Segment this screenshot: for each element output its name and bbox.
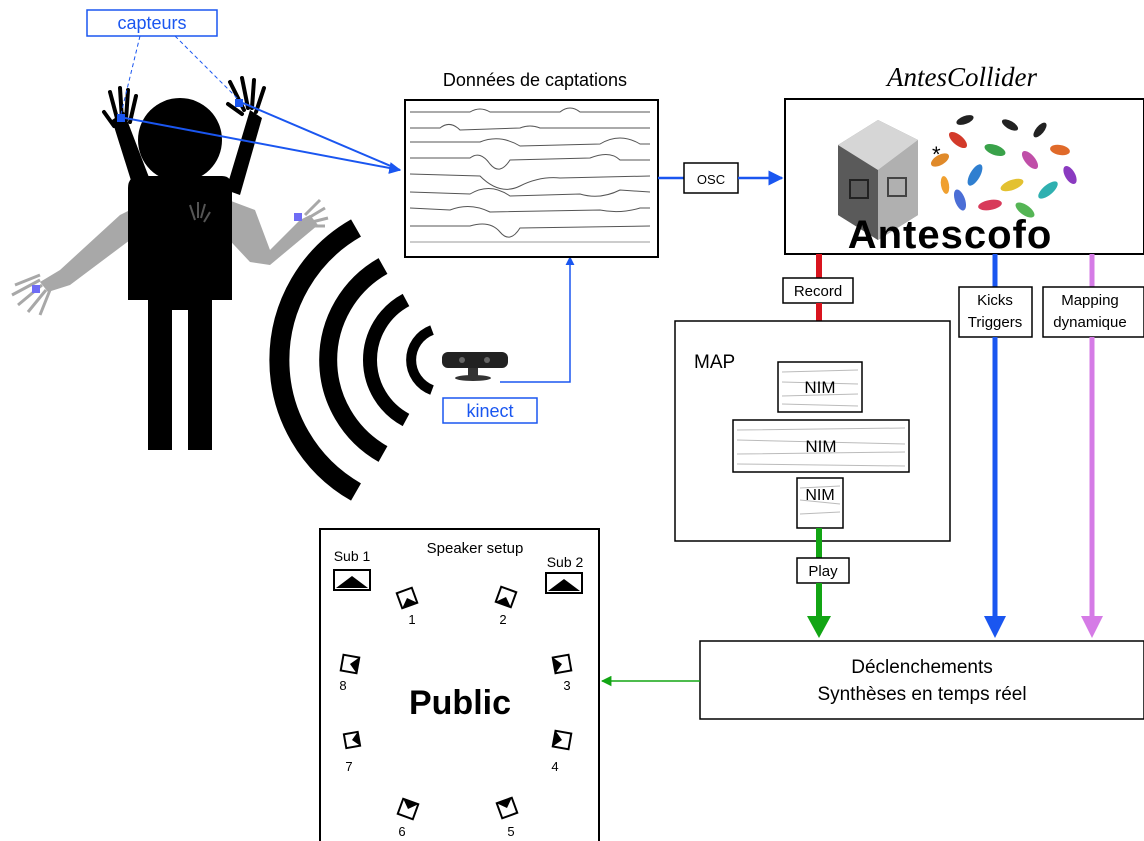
small-ghost-hand-icon [189,202,211,223]
speaker-8-label: 8 [339,678,346,693]
declenchements-box [699,640,1144,720]
record-box [782,277,854,304]
kicks-label-1: Kicks [977,292,1013,309]
antescollider-title: AntesCollider [885,62,1037,92]
sensor-data-plot [404,99,659,258]
sensor-arrow-left [124,117,402,174]
speaker-5-icon [495,796,519,820]
speaker-8: 8 [339,653,361,693]
declenchements-label-1: Déclenchements [851,657,993,678]
speaker-7-icon [342,730,362,750]
antescofo-cube-icon [838,120,918,240]
performer-body [128,176,232,450]
speaker-7: 7 [342,730,362,774]
sub2-speaker-icon [545,572,583,594]
speaker-8-icon [339,653,361,675]
nim-block-1: NIM [777,361,863,413]
play-box [796,557,850,584]
nim1-label: NIM [804,378,835,397]
capteurs-link-left [120,35,141,115]
speaker-1: 1 [395,586,419,627]
kinect-box [442,397,538,424]
capteurs-link-right [174,35,239,100]
colorful-leaves-icon: * [930,115,1077,218]
speaker-5-label: 5 [507,824,514,839]
speaker-6-icon [396,797,420,821]
performer-figure [11,76,329,450]
performer-right-arm [226,110,262,195]
right-hand-icon [226,76,266,116]
speaker-5: 5 [495,796,519,839]
speaker-setup-label: Speaker setup [427,540,524,557]
kicks-arrowhead [984,616,1006,638]
speaker-4-icon [551,729,573,751]
sub1-label: Sub 1 [334,548,371,564]
speaker-3: 3 [551,653,573,693]
nim2-label: NIM [805,437,836,456]
svg-text:*: * [932,142,941,167]
kinect-waves [269,219,435,501]
record-label: Record [794,283,842,300]
speaker-1-label: 1 [408,612,415,627]
mapping-box [1042,286,1144,338]
ghost-left-hand-icon [11,273,52,316]
speaker-6-label: 6 [398,824,405,839]
speaker-3-icon [551,653,573,675]
public-label: Public [409,684,511,722]
nim3-label: NIM [805,487,834,504]
declenchements-label-2: Synthèses en temps réel [817,684,1026,705]
sensor-waveforms [409,107,651,243]
performer-left-arm [112,112,150,190]
ghost-sensor-left [32,285,40,293]
osc-label: OSC [697,172,725,187]
speaker-2-label: 2 [499,612,506,627]
sub1-speaker-icon [333,569,371,591]
mapping-arrowhead [1081,616,1103,638]
play-arrowhead [807,616,831,638]
speaker-4-label: 4 [551,759,558,774]
kinect-arrow [500,256,575,383]
map-label: MAP [694,352,735,373]
antescofo-wordmark: Antescofo [848,213,1053,257]
ghost-arms [11,195,329,316]
ghost-right-hand-icon [303,198,329,228]
kicks-label-2: Triggers [968,314,1022,331]
donnees-title: Données de captations [443,70,627,90]
kinect-device-icon [442,352,508,381]
mapping-label-1: Mapping [1061,292,1119,309]
speaker-2-icon [494,585,518,609]
sensor-right-hand [235,99,243,107]
mapping-label-2: dynamique [1053,314,1126,331]
speaker-3-label: 3 [563,678,570,693]
speaker-7-label: 7 [345,759,352,774]
speaker-4: 4 [551,729,573,774]
sensor-left-hand [117,114,125,122]
left-hand-icon [102,86,138,128]
capteurs-box [86,9,218,37]
nim-block-3: NIM [796,477,844,529]
speaker-6: 6 [396,797,420,839]
kinect-label: kinect [466,401,513,421]
performer-head [138,98,222,182]
nim-block-2: NIM [732,419,910,473]
speaker-1-icon [395,586,419,610]
play-label: Play [808,563,838,580]
sub2-label: Sub 2 [547,554,584,570]
speaker-2: 2 [494,585,518,627]
ghost-sensor-right [294,213,302,221]
capteurs-label: capteurs [117,13,186,33]
sensor-arrow-right [242,102,401,171]
